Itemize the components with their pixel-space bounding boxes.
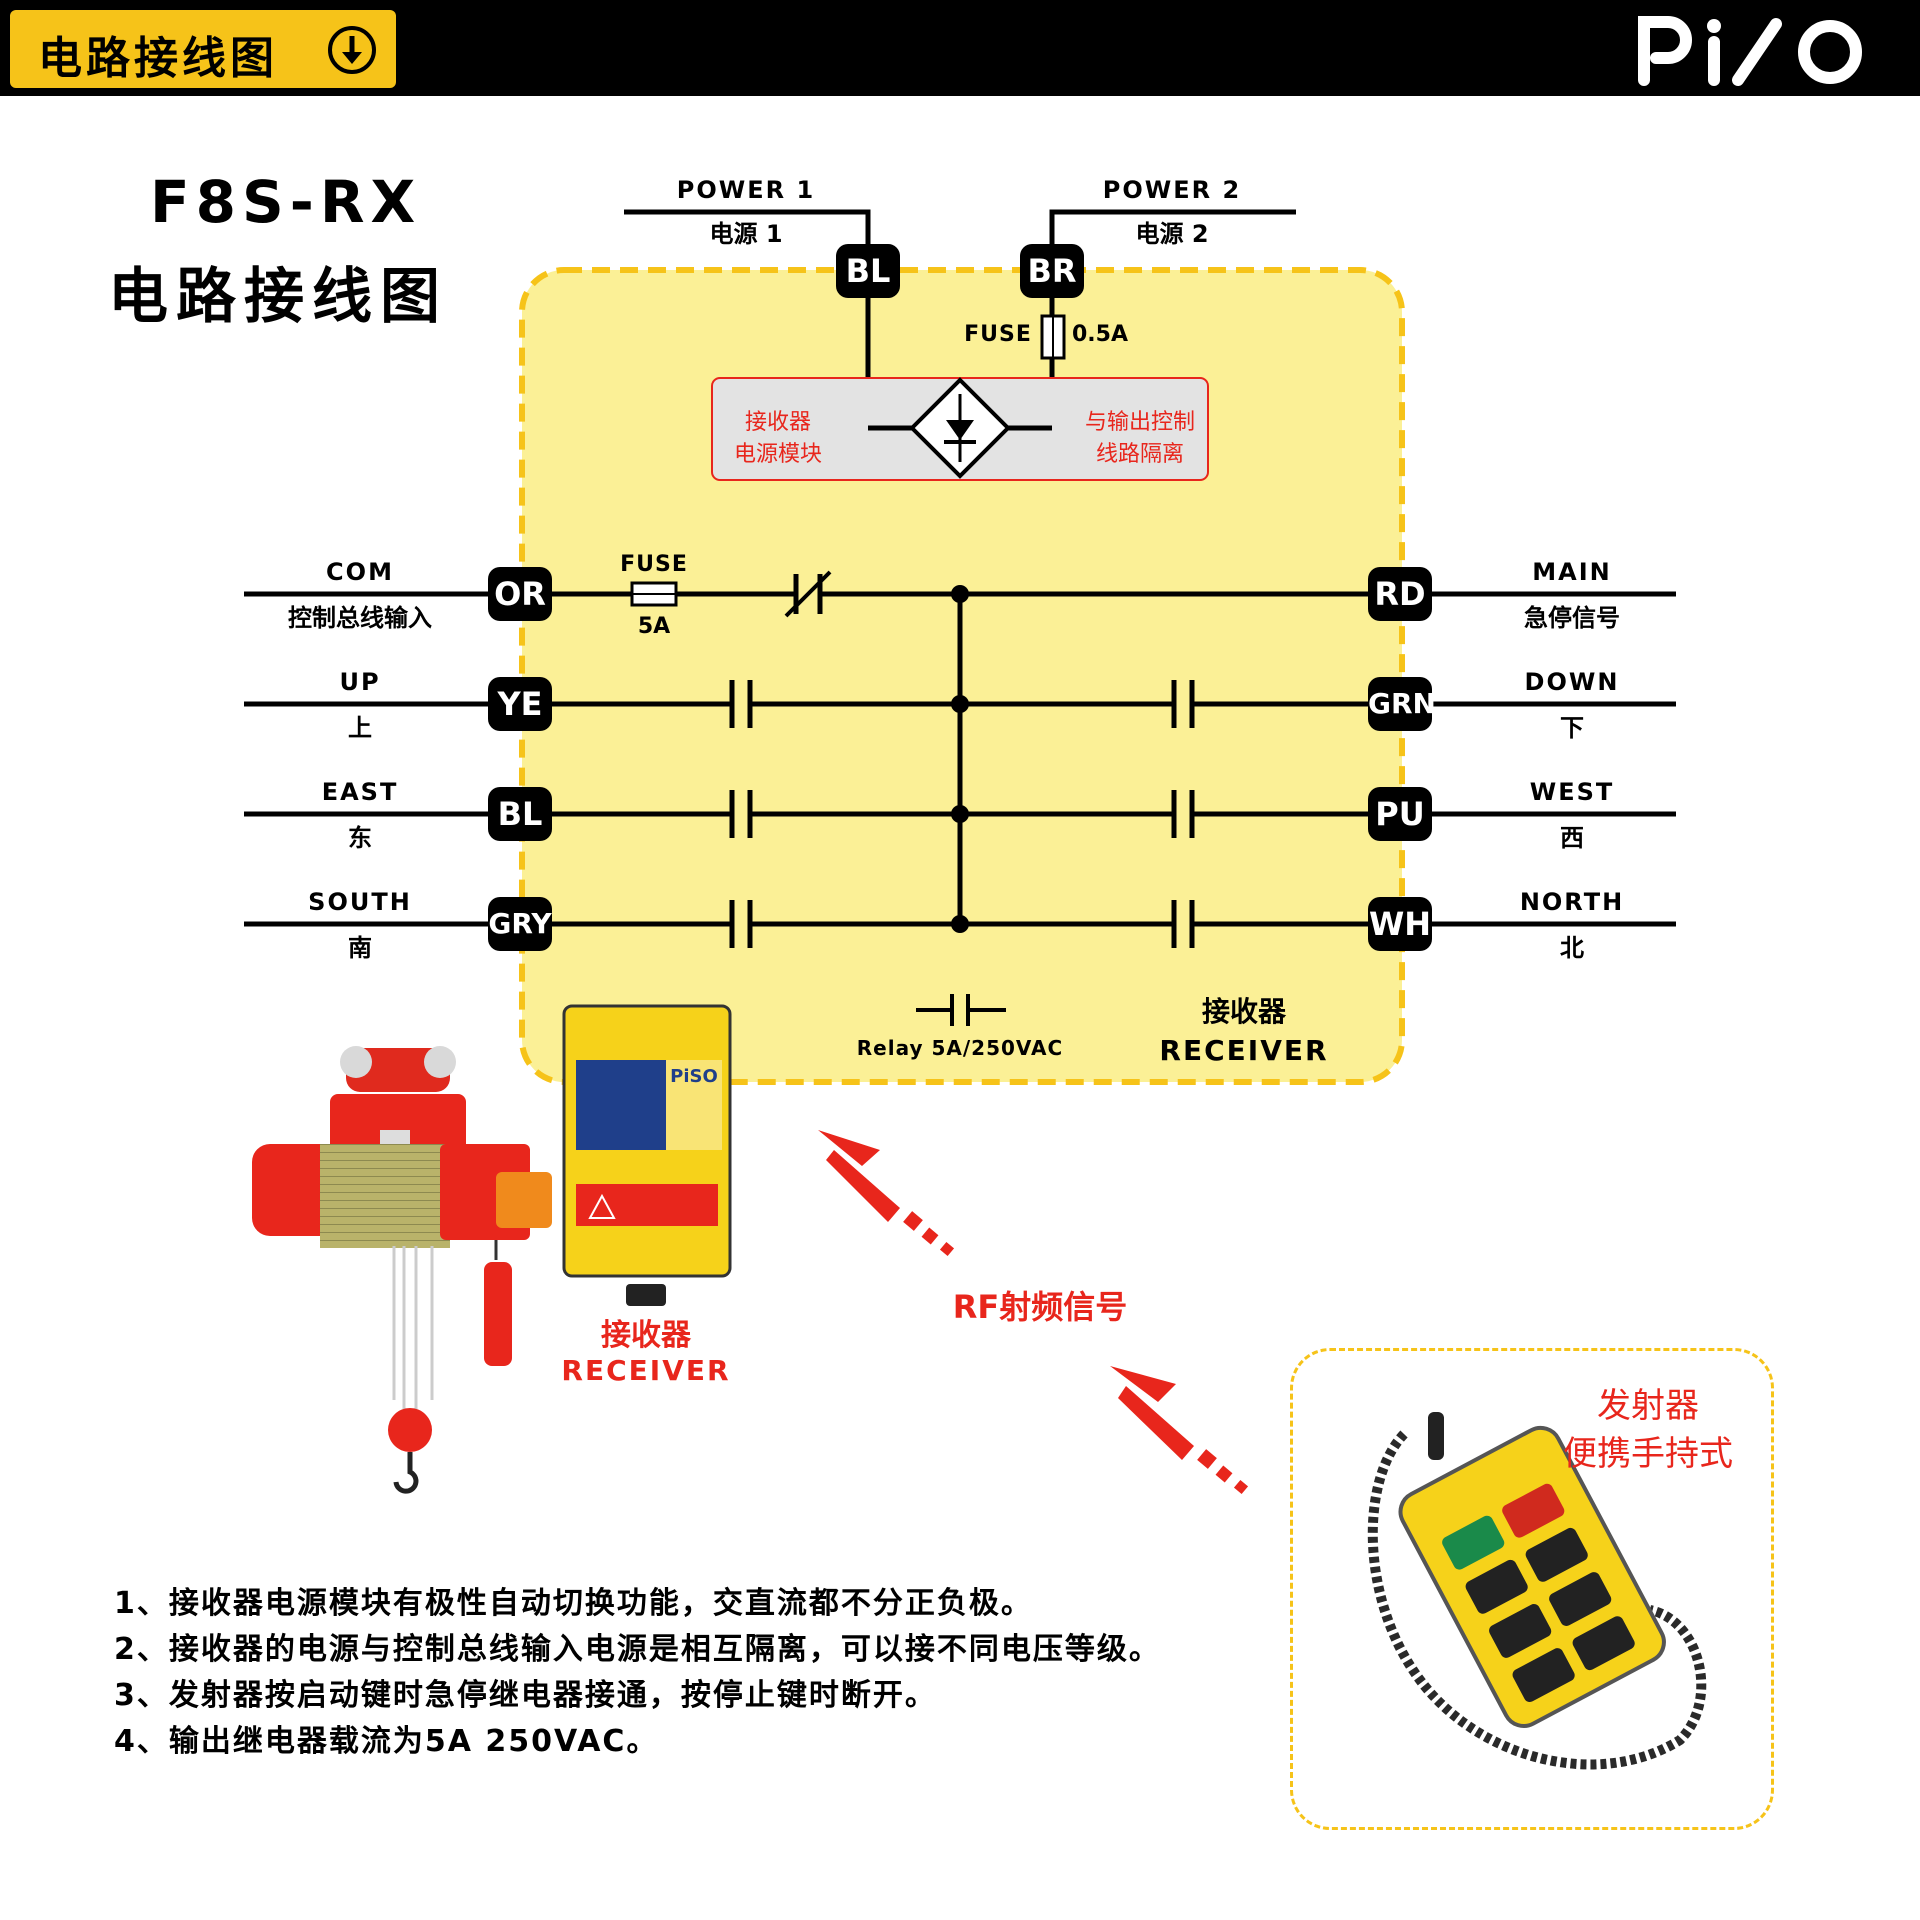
module-right-line2: 线路隔离	[1095, 442, 1185, 467]
header-bar: 电路接线图	[0, 0, 1920, 96]
east-en-label: EAST	[321, 778, 399, 806]
fuse-value-top: 0.5A	[1072, 322, 1128, 347]
wire-tag-ye: YE	[488, 677, 552, 731]
receiver-brand-text: PiSO	[670, 1066, 718, 1087]
panel-receiver-cn: 接收器	[1201, 995, 1287, 1028]
down-cn-label: 下	[1560, 714, 1584, 742]
piso-logo	[1638, 16, 1862, 86]
note-3: 3、发射器按启动键时急停继电器接通，按停止键时断开。	[114, 1678, 937, 1713]
west-en-label: WEST	[1529, 778, 1615, 806]
wire-tag-rd: RD	[1368, 567, 1432, 621]
wire-tag-br-power: BR	[1020, 244, 1084, 298]
up-en-label: UP	[339, 668, 381, 696]
handheld-remote-image	[1367, 1412, 1707, 1770]
power2-en-label: POWER 2	[1102, 176, 1242, 204]
module-left-line1: 接收器	[744, 410, 812, 435]
header-badge: 电路接线图	[10, 10, 396, 88]
wire-tag-grn: GRN	[1368, 677, 1436, 731]
down-arrow-circle-icon	[328, 26, 376, 74]
receiver-device-cn: 接收器	[601, 1318, 691, 1353]
diagram-subtitle: 电路接线图	[108, 262, 448, 332]
north-cn-label: 北	[1560, 934, 1584, 962]
rf-arrow-upper	[818, 1130, 955, 1257]
wire-tag-wh: WH	[1368, 897, 1432, 951]
east-cn-label: 东	[348, 824, 372, 852]
west-cn-label: 西	[1560, 824, 1584, 852]
com-en-label: COM	[326, 558, 394, 586]
north-en-label: NORTH	[1519, 888, 1625, 916]
relay-contacts	[729, 680, 1195, 948]
main-en-label: MAIN	[1532, 558, 1612, 586]
header-badge-label: 电路接线图	[38, 33, 278, 84]
wiring-diagram: PiSO	[244, 209, 1707, 1770]
transmitter-frame	[1290, 1348, 1774, 1830]
receiver-device-image: PiSO	[562, 1004, 732, 1306]
wire-tag-or: OR	[488, 567, 552, 621]
module-right-line1: 与输出控制	[1084, 410, 1196, 435]
note-2: 2、接收器的电源与控制总线输入电源是相互隔离，可以接不同电压等级。	[114, 1632, 1161, 1667]
fuse-label-com: FUSE	[620, 552, 688, 577]
electric-hoist-image	[252, 1046, 552, 1494]
south-cn-label: 南	[348, 934, 372, 962]
transmitter-label-line2: 便携手持式	[1563, 1434, 1733, 1474]
fuse-value-com: 5A	[637, 614, 671, 639]
main-cn-label: 急停信号	[1524, 604, 1620, 632]
receiver-device-en: RECEIVER	[561, 1354, 731, 1387]
up-cn-label: 上	[348, 714, 372, 742]
module-left-line2: 电源模块	[733, 442, 823, 467]
wire-tag-gry: GRY	[488, 897, 552, 951]
power2-cn-label: 电源 2	[1135, 220, 1209, 248]
relay-legend-symbol	[916, 994, 1006, 1026]
south-en-label: SOUTH	[308, 888, 412, 916]
nc-contact	[784, 570, 832, 618]
relay-legend-label: Relay 5A/250VAC	[856, 1036, 1064, 1060]
fuse-label-top: FUSE	[964, 322, 1032, 347]
rf-arrow-lower	[1110, 1366, 1249, 1495]
rf-signal-label: RF射频信号	[952, 1288, 1128, 1326]
wire-tag-bl: BL	[488, 787, 552, 841]
note-4: 4、输出继电器载流为5A 250VAC。	[114, 1724, 659, 1759]
wire-tag-pu: PU	[1368, 787, 1432, 841]
power1-en-label: POWER 1	[676, 176, 816, 204]
rectifier-icon	[909, 377, 1011, 479]
transmitter-label-line1: 发射器	[1597, 1386, 1699, 1426]
power1-cn-label: 电源 1	[709, 220, 783, 248]
model-title: F8S-RX	[150, 168, 422, 236]
wire-tag-bl-power: BL	[836, 244, 900, 298]
down-en-label: DOWN	[1524, 668, 1620, 696]
panel-receiver-en: RECEIVER	[1159, 1034, 1329, 1067]
note-1: 1、接收器电源模块有极性自动切换功能，交直流都不分正负极。	[114, 1586, 1033, 1621]
com-cn-label: 控制总线输入	[288, 604, 432, 632]
